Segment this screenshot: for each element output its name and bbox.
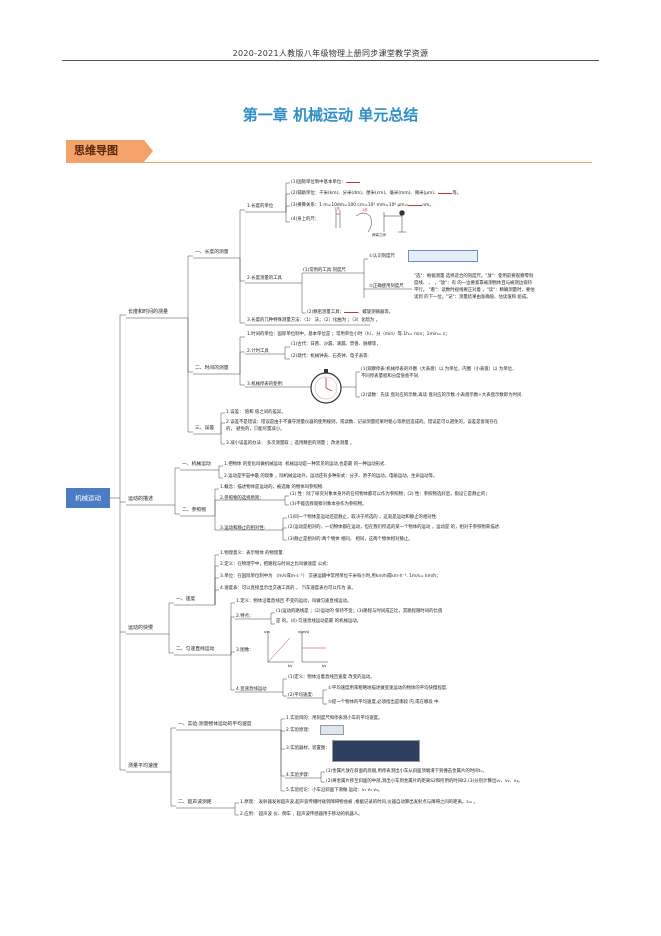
node-length: 一、长度的测量 [195,250,229,255]
node-mech: 一、机械运动 [182,462,211,467]
uniform-item: 1.定义：物体沿着直线且 不变的运动，叫做匀速直线运动。 [236,599,352,604]
page-title: 第一章 机械运动 单元总结 [242,106,419,124]
uniform-var: ①平均速度用来粗略地描述做变速运动的物体的平均快慢程度. [328,686,448,691]
ultra-item: 2.应用： 超声波 仪、倒车 ，超声波传感器用于移动的机器人。 [240,812,363,817]
speed-item: 1.物理意义：表示物体 的物理量. [220,551,285,556]
svg-text:t/s: t/s [322,664,326,668]
root-node: 机械运动 [66,488,110,508]
speed-item: 2.定义：在物理学中，把路程与时间之比叫做速度 公式： [220,562,331,567]
banner-underline [66,162,592,163]
node-ref: 二、参照物 [182,508,206,513]
formula-box [320,725,344,735]
time-watch: 3.机械停表的使用: [247,382,284,387]
branch-motion-desc: 运动的描述 [128,496,154,502]
ref-item: 2.参照物的选择原则： [220,496,264,501]
ref-rel: (1)同一个物体是运动还是静止，取决于所选的 ，这就是运动和静止的相对性. [288,515,438,520]
ruler-illustration [408,250,478,262]
length-tool-know: ①认识刻度尺 [369,254,395,259]
ref-item: 3.运动和静止的相对性: [220,526,266,531]
uniform-var: (1)定义：物体沿着直线且速度 改变的运动。 [288,675,375,680]
speed-item: 4.速度表：可以直接显示出交通工具的 ， 汽车速度表也可以作为 表。 [220,586,356,591]
length-unit-item: (1)国际单位制中基本单位： [291,178,360,186]
mech-item: 2.运动是宇宙中最 的现象 ，除机械运动外，运动还有多种形式：分子、原子的运动，… [224,474,438,479]
node-uniform: 二、匀速直线运动 [176,647,215,652]
time-watch-item: (1)观察停表:机械停表的外圈（大表盘）以 为单位，内圈（小表盘）以 为单位， [361,367,517,372]
exp-step: (2)将金属片移至斜面的中部,测出小车到金属片的距离S2和所用的时间t2.(3)… [326,779,523,784]
mech-item: 1.把物体 的变化叫做机械运动. 机械运动是一种常见的运动,也是最 的一种运动形… [224,462,386,467]
uniform-var: ②提一个物体的平均速度,必须指出是哪段 内,或在哪段 中. [328,700,440,705]
time-tool-item: (2)现代：机械钟表、石英钟、电子表等. [291,354,369,359]
node-ultra: 二、超声波测距 [178,800,212,805]
uniform-feature: (1)运动的路线是 ；(2)运动的 保持不变；(3)路程与时间成正比，其路程随时… [276,609,443,614]
error-item: 3.减小误差的办法： 多次测量取 ；选用精密的测量 ；改进测量 。 [226,441,355,446]
length-tool-use-text: 平行。 "看"：读数时视线要正对着 ，"读"：精确测量时，要估 [414,288,535,293]
exp-item: 5.实验结论：小车沿斜面下滑做 运动：v₁ v₂ v₃。 [286,788,383,793]
branch-length-time: 长度和时间的测量 [128,309,169,315]
uniform-feature: 是 的。(4) 匀速直线运动是最 的机械运动。 [276,619,362,624]
error-item: 1.误差： 值和 值之间的差异。 [226,410,286,415]
exp-item: 2.实验原理： [286,728,313,733]
uniform-item: 4.变速直线运动 [236,687,267,692]
svg-text:v/(m/s): v/(m/s) [298,630,309,634]
svg-text:t/s: t/s [288,664,292,668]
time-watch-item: (2)读数：先读 盘对应的示数,再读 盘对应的示数.小表盘示数+大表盘示数即为时… [361,393,523,398]
stopwatch-icon [310,369,342,404]
svg-text:1拃: 1拃 [334,206,340,211]
svg-text:s/m: s/m [264,630,270,634]
running-header: 2020-2021人教版八年级物理上册同步课堂教学资源 [232,49,429,58]
length-unit-item: (2)辅助单位：千米(km)、分米(dm)、厘米(cm)、毫米(mm)、微米(μ… [291,191,462,196]
time-tool-item: (1)古代：日晷、沙漏、滴漏、焚香、脉搏等， [291,342,381,347]
uniform-item: 3.图像： [236,648,254,653]
banner-arrow [144,140,153,162]
length-tool-use-text: 度线、 、 ，"放"：有 的一边要紧靠被测物体且与被测边保持 [414,281,532,286]
error-item: 2.误差不是错误：错误是由于不遵守测量仪器的使用规则，或读数、记录测量结果时粗心… [226,420,499,425]
svg-text:1步: 1步 [362,207,368,212]
length-tool-use-text: "选"：根据测量 选择适合的刻度尺。"放"：使用前要观察零刻 [414,274,534,279]
speed-item: 3.单位：在国际单位制中为 （m/s或m·s⁻¹） 交通运输中常用单位千米每小时… [220,574,441,579]
ref-rel: (3)静止是相对的:两个物体 相同， 相同，这两个物体相对静止。 [288,537,413,542]
body-ruler-illustration: 1拃 1步 两臂之间 [334,206,406,237]
node-exp: 一、实验:测量物体运动的平均速度 [178,722,252,727]
length-tool: 2.长度测量的工具 [247,276,282,281]
length-unit-item: (4)身上的尺： [291,217,320,222]
uniform-graphs: s/m t/s v/(m/s) t/s [264,630,328,668]
uniform-item: 2.特点： [236,614,254,619]
ultra-item: 1.原理： 发射器发射超声波,超声波传播时碰到障碍物会被 ,根据记录的时间,仪器… [240,800,479,805]
length-tool-use: ②正确使用刻度尺 [369,284,404,289]
ref-item: 1.概念：描述物体是运动的，被选做 的物体叫参照物. [220,485,324,490]
time-unit: 1.时间的单位：国际单位制中，基本单位是 ；常用单位小时（h）、分（min）等.… [247,332,450,337]
branch-avg-speed: 测量平均速度 [128,763,159,769]
node-time: 二、时间的测量 [195,366,229,371]
ref-rule: (1) 性：除了研究对象本身外的任何物体都可以作为参照物；(2) 性：参照物选好… [290,492,490,497]
ref-rel: (2)运动是相对的，一切物体都在运动，但在我们所选的某一个物体的运动 ，运动是 … [288,525,501,530]
branch-motion-speed: 运动的快慢 [128,625,154,631]
length-tool-common: (1)常用的工具:刻度尺 [303,268,346,273]
ref-rule: (3)不能选择观察对象本身作为参照物。 [290,502,367,507]
node-speed: 一、速度 [176,597,196,602]
node-error: 三、误差 [195,426,215,431]
uniform-var: (2)平均速度: [288,693,314,698]
exp-item: 1.实验目的：用刻度尺和停表测小车的平均速度。 [286,716,383,721]
header-rule [62,60,599,61]
exp-item: 3.实验器材、装置图： [286,746,330,751]
length-special: 3.长度的几种特殊测量方法：（1） 法；（2）化曲为 ；（3）化暗为 。 [247,318,381,323]
length-unit-item: (3)换算关系：1 m=10dm=100 cm=10³ mm=10⁶ μm=nm… [291,203,434,208]
length-tool-precise: (2)精密测量工具：、螺旋测微器等。 [307,310,394,315]
error-item: 的， 避免的，只能尽量减小。 [226,427,285,432]
experiment-photo [332,740,420,762]
exp-step: (1)金属片放在斜面的底端,用停表测出小车从斜面顶端滑下到撞击金属片的时间t₁， [326,769,487,774]
length-unit: 1.长度的单位 [247,204,274,209]
exp-item: 4.实验步骤： [286,773,313,778]
time-watch-item: 不同停表量程和分度值会不同. [361,374,420,379]
time-tool: 2.计时工具 [247,349,269,354]
length-tool-use-text: 读到 的下一位。"记"：测量结果由准确值、估读值和 组成。 [414,295,531,300]
section-banner: 思维导图 [66,140,144,162]
svg-text:两臂之间: 两臂之间 [372,232,386,237]
